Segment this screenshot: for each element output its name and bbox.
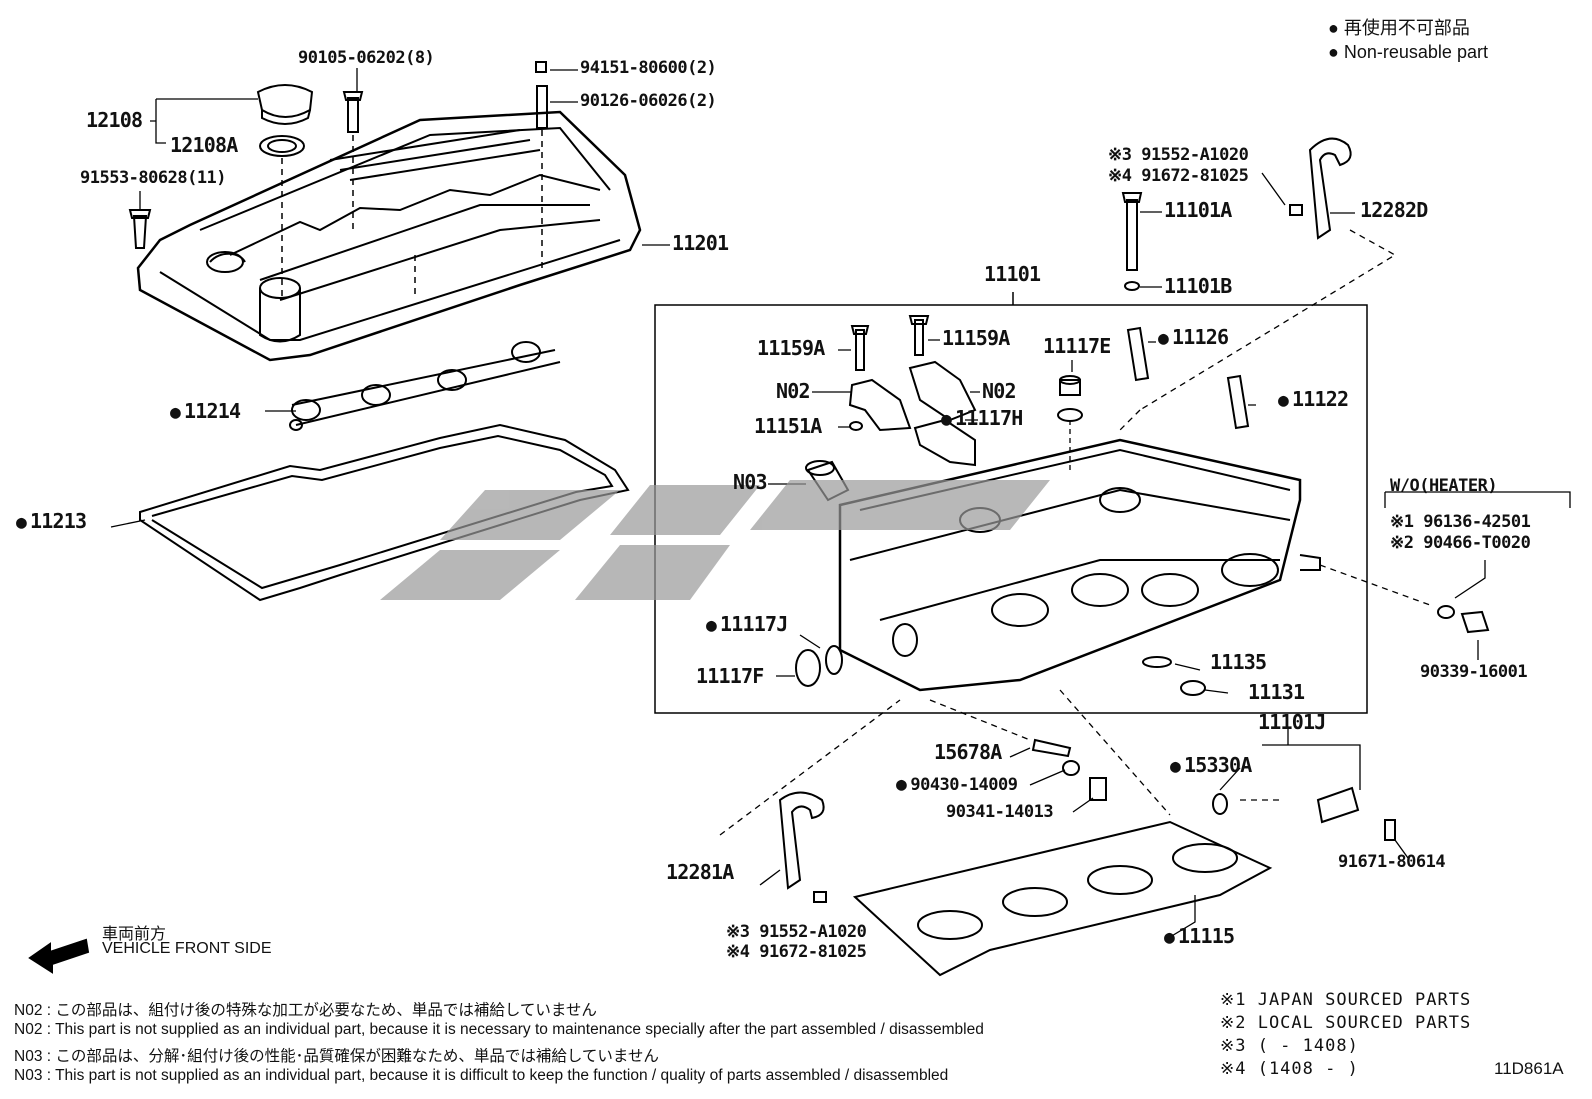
oil-filler-cap-drawing [256,84,314,157]
part-11101J[interactable]: 11101J [1258,710,1326,734]
legend-jp: ● 再使用不可部品 [1328,18,1470,38]
part-15330A[interactable]: 15330A [1170,755,1252,776]
part-90105[interactable]: 90105-06202(8) [298,48,435,68]
part-11159A-right[interactable]: 11159A [942,326,1010,350]
front-label-en: VEHICLE FRONT SIDE [102,940,272,957]
head-gasket-drawing [852,820,1273,977]
head-cover-gasket-drawing [139,423,630,602]
part-11115[interactable]: 11115 [1164,926,1235,947]
legend-en: ● Non-reusable part [1328,42,1488,62]
part-90341[interactable]: 90341-14013 [946,802,1054,822]
part-11214[interactable]: 11214 [170,401,241,422]
part-11151A[interactable]: 11151A [754,414,822,438]
part-11126[interactable]: 11126 [1158,327,1229,348]
part-11101[interactable]: 11101 [984,262,1041,286]
note-line: N02 : This part is not supplied as an in… [14,1021,984,1038]
bullet-icon: ● [1328,18,1344,38]
part-N02-left[interactable]: N02 [776,379,811,403]
engine-hanger-rear-drawing [1119,137,1397,431]
part-96136[interactable]: ※1 96136-42501 [1390,512,1531,532]
part-12108[interactable]: 12108 [86,108,143,132]
part-11117F[interactable]: 11117F [696,664,764,688]
part-11159A-left[interactable]: 11159A [757,336,825,360]
part-90430[interactable]: 90430-14009 [896,776,1018,794]
part-11101A[interactable]: 11101A [1164,198,1232,222]
part-91672-top[interactable]: ※4 91672-81025 [1108,166,1249,186]
source-note: ※1 JAPAN SOURCED PARTS [1220,990,1472,1010]
head-bolt-drawing [1121,192,1143,291]
part-11101B[interactable]: 11101B [1164,274,1232,298]
part-90466[interactable]: ※2 90466-T0020 [1390,533,1531,553]
tube-gasket-drawing [289,341,561,431]
part-11135[interactable]: 11135 [1210,650,1267,674]
part-12108A[interactable]: 12108A [170,133,238,157]
part-94151[interactable]: 94151-80600(2) [580,58,717,78]
source-note: ※4 (1408 - ) [1220,1059,1359,1079]
part-91672-bottom[interactable]: ※4 91672-81025 [726,942,867,962]
note-line: N03 : This part is not supplied as an in… [14,1067,949,1084]
part-91553[interactable]: 91553-80628(11) [80,168,227,188]
watermark-logo [380,480,1050,600]
note-line: N03 : この部品は、分解･組付け後の性能･品質確保が困難なため、単品では補給… [14,1048,659,1065]
part-91552-bottom[interactable]: ※3 91552-A1020 [726,922,867,942]
part-12281A[interactable]: 12281A [666,860,734,884]
diagram-code: 11D861A [1494,1059,1564,1078]
part-N02-right[interactable]: N02 [982,379,1017,403]
part-15678A[interactable]: 15678A [934,740,1002,764]
part-11213[interactable]: 11213 [16,511,87,532]
cover-bolts-drawing [128,61,548,249]
part-11117E[interactable]: 11117E [1043,334,1111,358]
cylinder-head-cover-drawing [136,110,642,362]
part-11201[interactable]: 11201 [672,231,729,255]
part-90339[interactable]: 90339-16001 [1420,662,1528,682]
part-90126[interactable]: 90126-06026(2) [580,91,717,111]
front-label-jp: 車両前方 [102,926,167,943]
part-11122[interactable]: 11122 [1278,389,1349,410]
front-arrow-icon [28,938,90,974]
part-91671[interactable]: 91671-80614 [1338,852,1446,872]
bullet-icon: ● [1328,42,1344,62]
source-note: ※3 ( - 1408) [1220,1036,1359,1056]
part-11117J[interactable]: 11117J [706,614,788,635]
wo-heater-label: W/O(HEATER) [1390,476,1498,496]
part-11131[interactable]: 11131 [1248,680,1305,704]
part-91552-top[interactable]: ※3 91552-A1020 [1108,145,1249,165]
part-12282D[interactable]: 12282D [1360,198,1428,222]
part-N03[interactable]: N03 [733,470,768,494]
source-note: ※2 LOCAL SOURCED PARTS [1220,1013,1472,1033]
engine-hanger-front-drawing [719,699,901,903]
part-11117H[interactable]: 11117H [941,408,1023,429]
note-line: N02 : この部品は、組付け後の特殊な加工が必要なため、単品では補給していませ… [14,1002,597,1019]
